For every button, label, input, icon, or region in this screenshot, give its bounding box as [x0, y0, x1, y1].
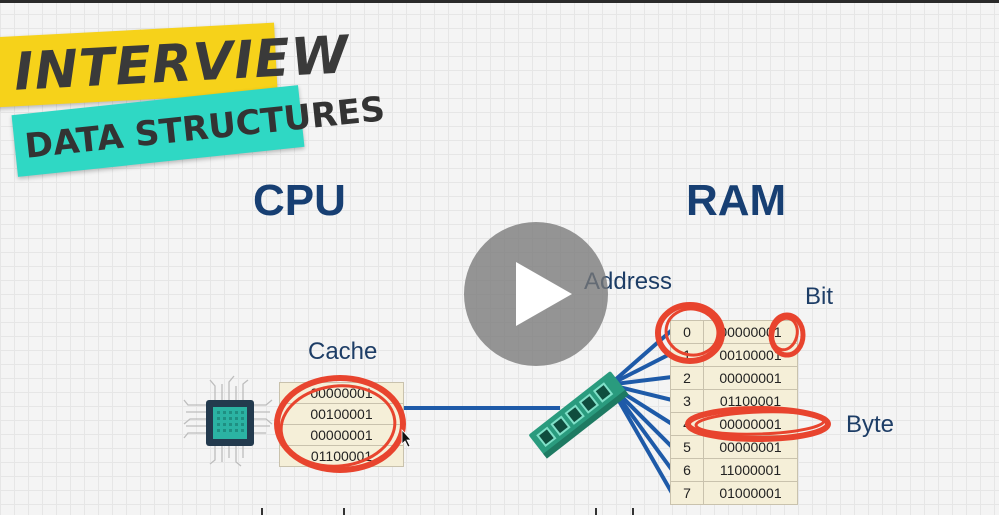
mouse-cursor-icon: [401, 428, 412, 448]
memory-stick-icon: [529, 371, 629, 459]
cache-table: 00000001 00100001 00000001 01100001: [279, 382, 404, 467]
video-play-button[interactable]: [464, 222, 608, 366]
ram-value: 11000001: [703, 458, 798, 482]
bottom-stubs: [261, 508, 634, 515]
cache-annotation-circle: [274, 375, 406, 473]
ram-heading: RAM: [686, 176, 787, 225]
ram-address: 7: [670, 481, 704, 505]
top-bar: [0, 0, 999, 3]
byte-label: Byte: [846, 411, 895, 438]
byte-annotation-circle: [685, 406, 831, 442]
bit-label: Bit: [805, 283, 834, 310]
cache-label: Cache: [308, 338, 378, 365]
ram-value: 01000001: [703, 481, 798, 505]
play-icon: [516, 262, 572, 326]
bit-annotation-circle: [768, 312, 806, 358]
ram-address: 2: [670, 366, 704, 390]
ram-value: 00000001: [703, 366, 798, 390]
address-annotation-circle: [655, 302, 725, 364]
address-bus-wires: [613, 328, 674, 494]
cpu-chip-icon: [183, 375, 273, 467]
cpu-heading: CPU: [253, 176, 346, 225]
